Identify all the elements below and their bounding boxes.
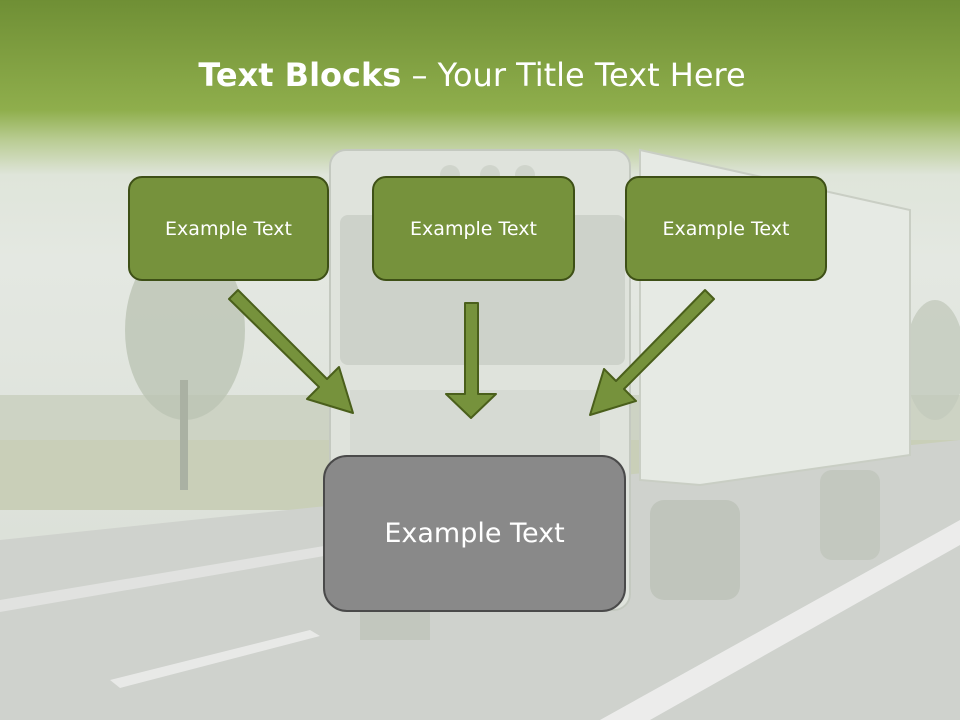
text-block-left-label: Example Text [165, 217, 292, 240]
text-block-center[interactable]: Example Text [372, 176, 575, 281]
target-text-block[interactable]: Example Text [323, 455, 626, 612]
arrow-right [589, 289, 715, 416]
target-text-block-label: Example Text [384, 518, 565, 549]
title-bold: Text Blocks [198, 56, 402, 94]
text-block-right-label: Example Text [662, 217, 790, 240]
text-block-center-label: Example Text [410, 217, 537, 240]
text-block-right[interactable]: Example Text [625, 176, 827, 281]
text-block-left[interactable]: Example Text [128, 176, 329, 281]
arrow-center [445, 302, 497, 419]
title-rest: – Your Title Text Here [401, 56, 746, 94]
arrow-left [228, 289, 354, 414]
slide-title: Text Blocks – Your Title Text Here [0, 56, 944, 94]
